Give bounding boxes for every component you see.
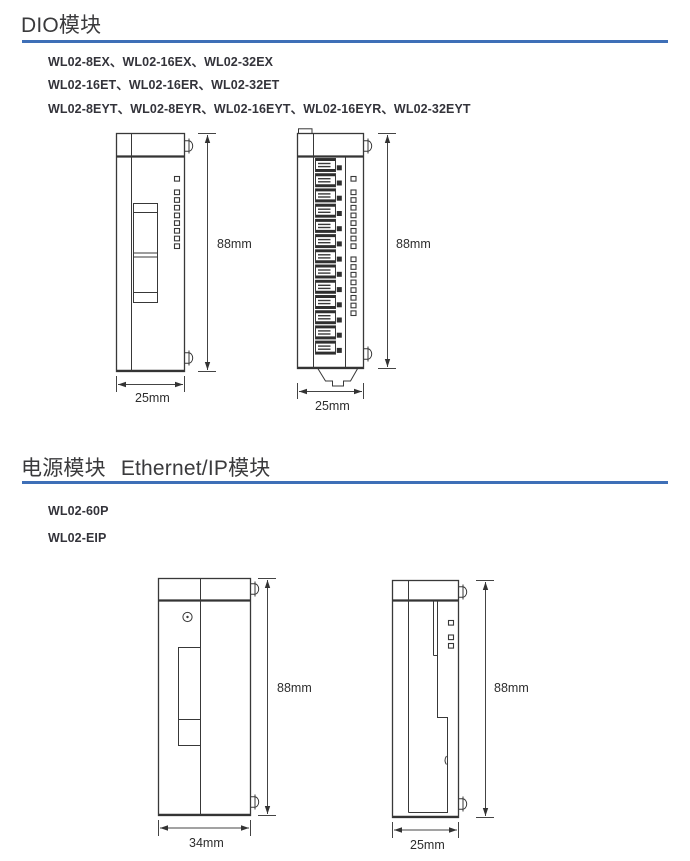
section-divider-line <box>22 40 668 43</box>
model-line: WL02-16ET、WL02-16ER、WL02-32ET <box>48 78 280 93</box>
mounting-clip <box>363 346 373 362</box>
mounting-clip <box>184 350 194 366</box>
height-dimension: 88mm <box>198 133 252 372</box>
led-indicators <box>350 175 357 316</box>
top-tab <box>298 128 313 135</box>
dimension-label: 25mm <box>135 391 170 405</box>
terminal-block <box>314 157 343 356</box>
height-dimension: 88mm <box>378 133 431 369</box>
side-panel-slot <box>178 647 201 746</box>
dio-model-list: WL02-8EX、WL02-16EX、WL02-32EX WL02-16ET、W… <box>48 51 471 121</box>
side-panel-slot <box>133 203 158 303</box>
width-dimension: 25mm <box>392 822 459 852</box>
led-indicators <box>173 175 181 249</box>
section-title-dio-text: DIO模块 <box>21 14 102 37</box>
mounting-clip <box>458 796 468 812</box>
module-body <box>157 577 252 817</box>
dio-side-drawing: 88mm 25mm <box>115 132 252 405</box>
led-indicators <box>447 619 455 649</box>
dimension-label: 25mm <box>315 399 350 413</box>
power-eip-model-list: WL02-60P WL02-EIP <box>48 498 109 551</box>
height-dimension: 88mm <box>476 580 529 818</box>
access-door-outline <box>408 600 448 813</box>
model-line: WL02-EIP <box>48 530 107 545</box>
mounting-clip <box>250 581 260 597</box>
dimension-label: 88mm <box>217 237 252 251</box>
dimension-label: 34mm <box>189 836 224 850</box>
section-title-power-text: 电源模块 <box>21 457 106 480</box>
mounting-clip <box>184 138 194 154</box>
power-module-drawing: 88mm 34mm <box>157 577 312 850</box>
section-title-dio: DIO模块 <box>21 9 101 39</box>
dio-front-drawing: 88mm 25mm <box>296 128 431 413</box>
din-rail-clip <box>317 368 358 387</box>
door-latch <box>444 755 447 765</box>
width-dimension: 25mm <box>116 376 185 405</box>
model-line: WL02-8EX、WL02-16EX、WL02-32EX <box>48 55 274 69</box>
dimension-label: 88mm <box>396 237 431 251</box>
power-led-dot <box>186 615 189 619</box>
dimension-label: 25mm <box>410 838 445 852</box>
mounting-clip <box>458 584 468 600</box>
section-divider-line <box>22 481 668 484</box>
section-title-eip-text: Ethernet/IP模块 <box>120 457 271 480</box>
model-line: WL02-8EYT、WL02-8EYR、WL02-16EYT、WL02-16EY… <box>48 101 471 116</box>
section-title-power-eip: 电源模块 Ethernet/IP模块 <box>21 452 270 482</box>
dimension-label: 88mm <box>494 681 529 695</box>
height-dimension: 88mm <box>258 578 312 816</box>
power-led <box>182 611 193 623</box>
eip-module-drawing: 88mm 25mm <box>391 579 529 852</box>
mounting-clip <box>363 138 373 154</box>
module-body <box>391 579 460 819</box>
dimension-label: 88mm <box>277 681 312 695</box>
width-dimension: 25mm <box>297 383 364 413</box>
width-dimension: 34mm <box>158 820 251 850</box>
model-line: WL02-60P <box>48 504 109 518</box>
mounting-clip <box>250 794 260 810</box>
